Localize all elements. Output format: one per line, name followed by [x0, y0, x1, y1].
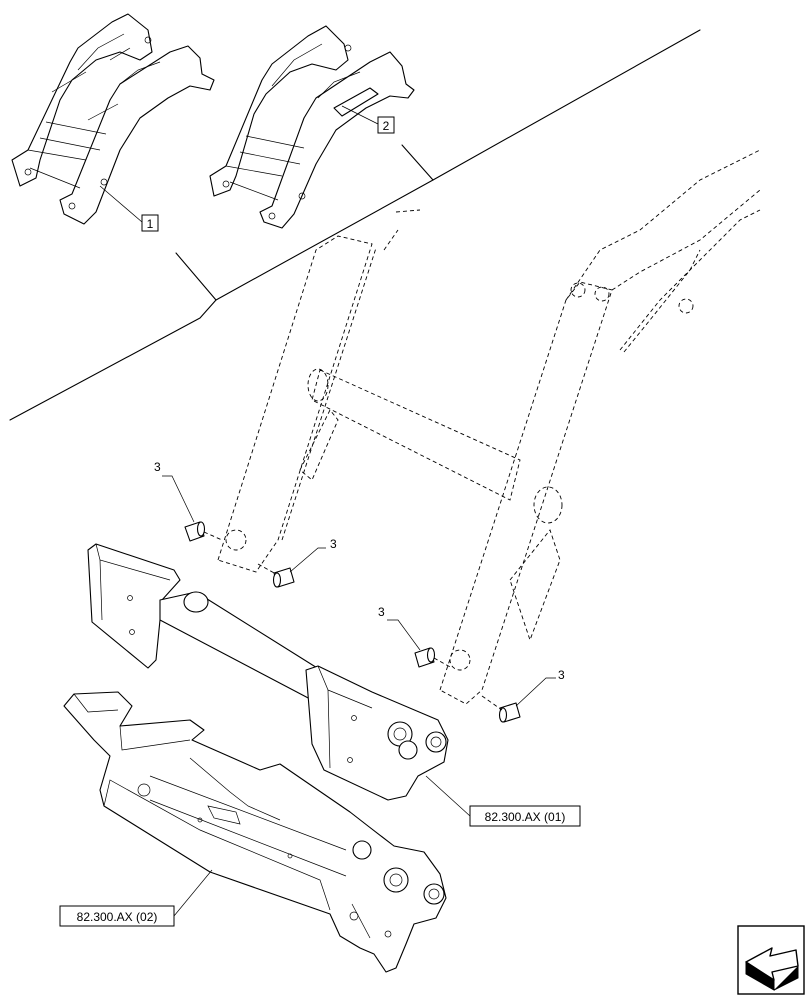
- callout-82300ax-01-label: 82.300.AX (01): [485, 810, 566, 824]
- bushing-3c[interactable]: [414, 647, 436, 668]
- loader-variant-1-thumbnail[interactable]: [11, 13, 215, 225]
- callout-2[interactable]: 2: [341, 105, 395, 134]
- callout-3a-label: 3: [154, 460, 161, 474]
- callout-82300ax-02[interactable]: 82.300.AX (02): [59, 869, 213, 927]
- callout-82300ax-02-label: 82.300.AX (02): [77, 910, 158, 924]
- arrow-navigation-icon[interactable]: [737, 925, 805, 995]
- bushing-3d[interactable]: [498, 702, 521, 723]
- bushing-3a[interactable]: [184, 521, 206, 542]
- callout-1-label: 1: [147, 217, 154, 231]
- separator-lines: [9, 29, 701, 421]
- callout-82300ax-01[interactable]: 82.300.AX (01): [425, 775, 581, 827]
- loader-variant-2-thumbnail[interactable]: [209, 25, 415, 229]
- callout-3b[interactable]: 3: [289, 537, 337, 573]
- lower-bracket-assembly[interactable]: [87, 543, 449, 801]
- callout-3d[interactable]: 3: [515, 668, 565, 707]
- callout-3c[interactable]: 3: [378, 605, 421, 651]
- bushing-3b[interactable]: [272, 567, 295, 588]
- callout-3a[interactable]: 3: [154, 460, 195, 523]
- callout-3d-label: 3: [558, 668, 565, 682]
- callout-2-label: 2: [383, 119, 390, 133]
- mounting-frame-assembly[interactable]: [63, 691, 447, 973]
- loader-arm-frame: [217, 149, 761, 705]
- callout-3b-label: 3: [330, 537, 337, 551]
- callout-1[interactable]: 1: [99, 185, 159, 232]
- callout-3c-label: 3: [378, 605, 385, 619]
